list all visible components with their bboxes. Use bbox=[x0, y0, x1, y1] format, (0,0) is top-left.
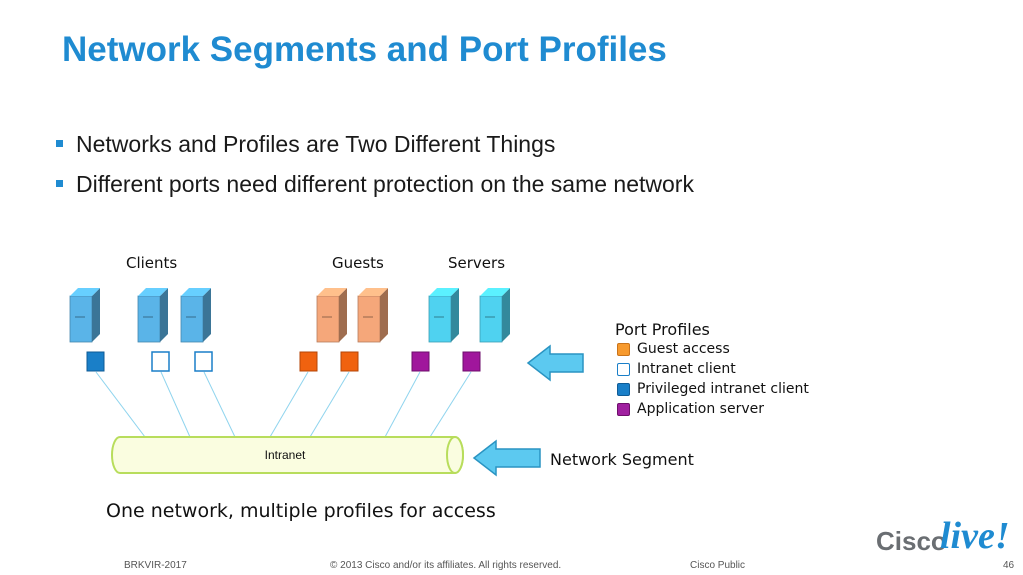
port-privileged-client bbox=[86, 351, 105, 372]
footer-page-number: 46 bbox=[1003, 560, 1015, 571]
legend-swatch bbox=[617, 343, 630, 356]
group-label-guests: Guests bbox=[332, 254, 384, 272]
port-guest-access bbox=[340, 351, 359, 372]
bullet-text: Different ports need different protectio… bbox=[76, 171, 694, 197]
slide-title: Network Segments and Port Profiles bbox=[62, 30, 667, 69]
bullet-square-icon bbox=[56, 140, 63, 147]
group-label-servers: Servers bbox=[448, 254, 506, 272]
app-server-icon bbox=[479, 288, 510, 343]
bullet-item: Networks and Profiles are Two Different … bbox=[56, 130, 694, 170]
group-label-clients: Clients bbox=[126, 254, 178, 272]
client-server-icon bbox=[137, 288, 168, 343]
logo-cisco-text: Cisco bbox=[876, 526, 947, 556]
client-server-icon bbox=[69, 288, 100, 343]
network-segment-label: Network Segment bbox=[550, 450, 694, 469]
server-icons bbox=[69, 288, 510, 343]
port-intranet-client bbox=[194, 351, 213, 372]
intranet-segment-pipe bbox=[111, 436, 464, 474]
client-server-icon bbox=[180, 288, 211, 343]
legend-label: Privileged intranet client bbox=[637, 381, 809, 397]
bullet-item: Different ports need different protectio… bbox=[56, 170, 694, 210]
legend-label: Guest access bbox=[637, 341, 730, 357]
intranet-segment-label: Intranet bbox=[264, 448, 306, 462]
port-intranet-client bbox=[151, 351, 170, 372]
bullet-text: Networks and Profiles are Two Different … bbox=[76, 131, 556, 157]
guest-server-icon bbox=[316, 288, 347, 343]
footer-classification: Cisco Public bbox=[690, 560, 746, 571]
footer-session-code: BRKVIR-2017 bbox=[124, 560, 187, 571]
cisco-live-logo: Cisco live! bbox=[876, 514, 1011, 564]
port-guest-access bbox=[299, 351, 318, 372]
port-application-server bbox=[462, 351, 481, 372]
network-segment-arrow-icon bbox=[472, 439, 541, 477]
legend-swatch bbox=[617, 363, 630, 376]
diagram-caption: One network, multiple profiles for acces… bbox=[106, 500, 496, 522]
app-server-icon bbox=[428, 288, 459, 343]
port-profiles-arrow-icon bbox=[526, 344, 584, 382]
connection-lines bbox=[95, 371, 472, 438]
guest-server-icon bbox=[357, 288, 388, 343]
footer-copyright: © 2013 Cisco and/or its affiliates. All … bbox=[330, 560, 562, 571]
port-application-server bbox=[411, 351, 430, 372]
legend-label: Intranet client bbox=[637, 361, 736, 377]
bullet-square-icon bbox=[56, 180, 63, 187]
legend-label: Application server bbox=[637, 401, 764, 417]
legend-swatch bbox=[617, 383, 630, 396]
port-profiles-title: Port Profiles bbox=[615, 320, 710, 339]
bullet-list: Networks and Profiles are Two Different … bbox=[56, 130, 694, 210]
legend-swatch bbox=[617, 403, 630, 416]
logo-live-text: live! bbox=[940, 515, 1010, 557]
